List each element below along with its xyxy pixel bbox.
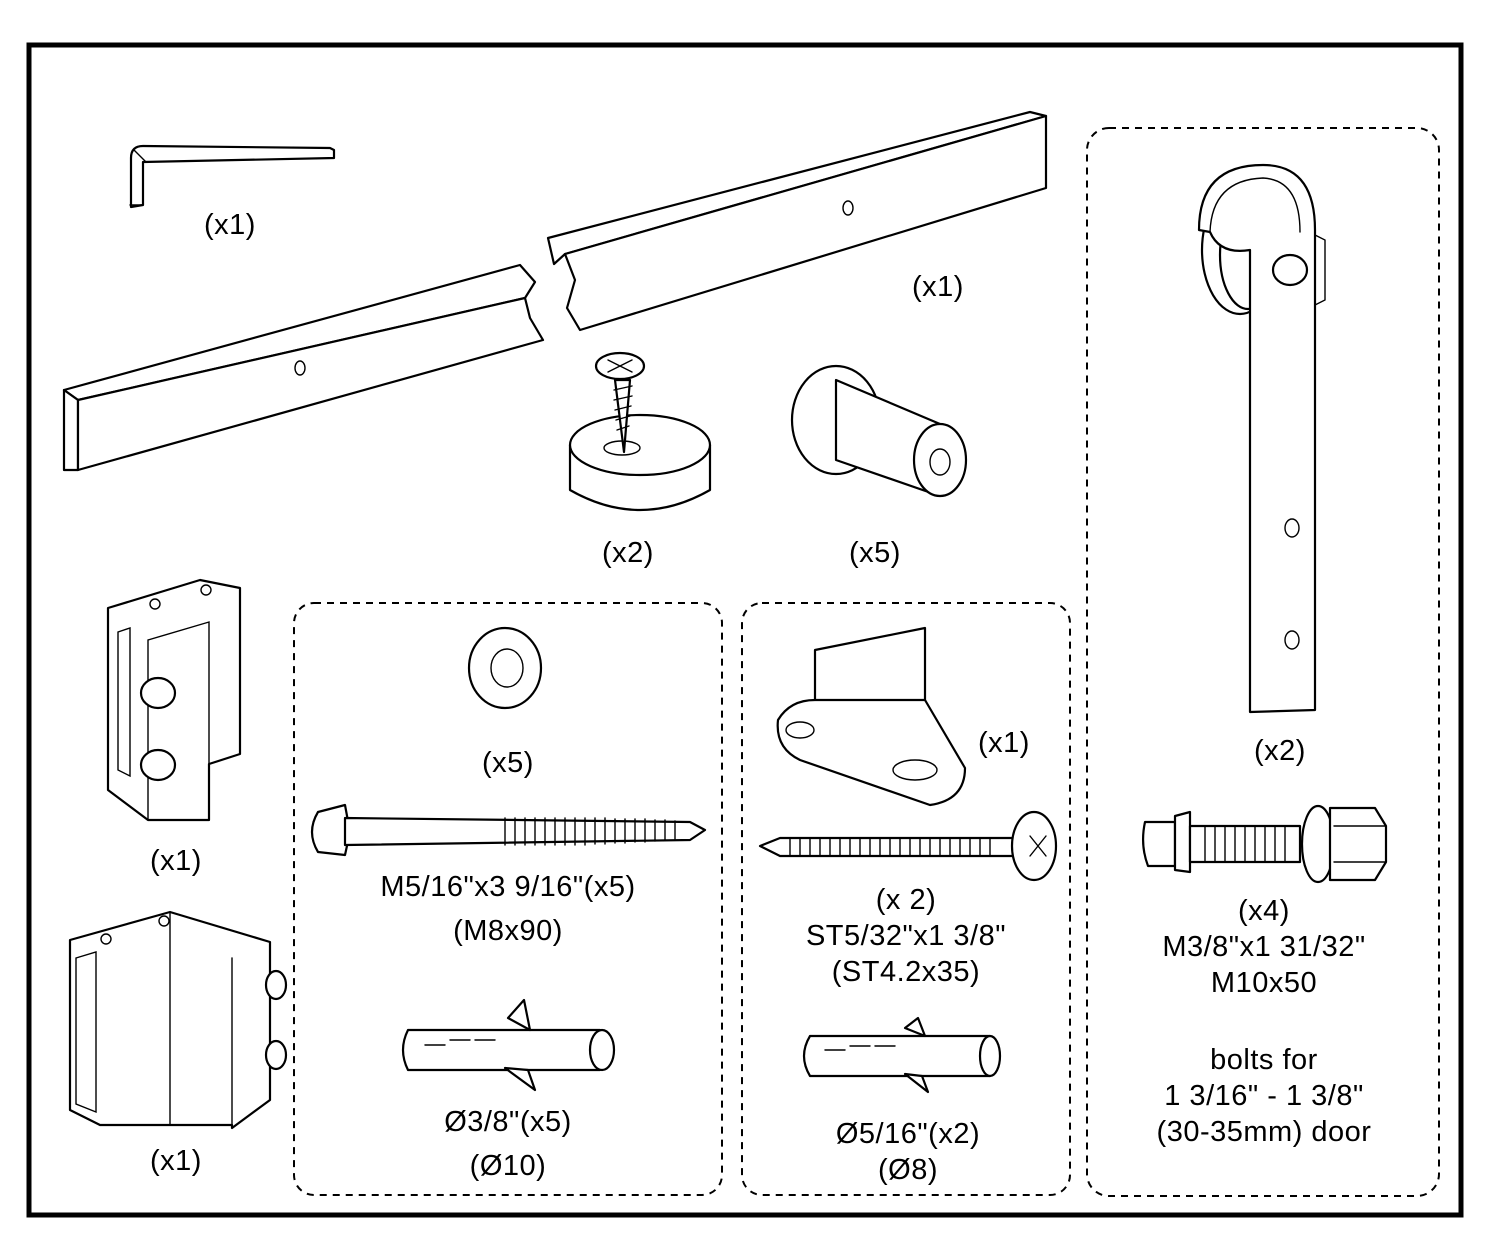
lag-bolt-spec-imperial: M5/16"x3 9/16"(x5) <box>380 871 636 903</box>
spacer-drawing <box>790 364 968 498</box>
group-box-floor-guide <box>741 602 1071 1196</box>
door-note-line-3: (30-35mm) door <box>1156 1116 1372 1148</box>
pan-screw-spec-metric: (ST4.2x35) <box>831 956 981 988</box>
hex-key-drawing <box>129 144 336 209</box>
pan-screw-drawing <box>758 810 1058 882</box>
hanger-bolt-drawing <box>1141 804 1388 884</box>
anchor-small-spec-metric: (Ø8) <box>878 1154 938 1186</box>
lag-bolt-spec-metric: (M8x90) <box>453 915 563 947</box>
anti-jump-block-b-qty: (x1) <box>150 1145 202 1177</box>
pan-screw-qty: (x 2) <box>875 884 937 916</box>
track-rail-drawing <box>62 110 1048 472</box>
track-rail-qty: (x1) <box>912 271 964 303</box>
anchor-small-drawing <box>802 1016 1002 1094</box>
hanger-bolt-qty: (x4) <box>1238 895 1290 927</box>
spacer-qty: (x5) <box>849 537 901 569</box>
hex-key-qty: (x1) <box>204 209 256 241</box>
group-box-lag-bolts <box>293 602 723 1196</box>
hanger-bolt-spec: (x4) M3/8"x1 31/32" M10x50 <box>1100 893 1428 1001</box>
hanger-bolt-spec-imperial: M3/8"x1 31/32" <box>1162 931 1366 963</box>
pan-screw-spec-imperial: ST5/32"x1 3/8" <box>805 920 1007 952</box>
anchor-large-spec-imperial: Ø3/8"(x5) <box>444 1106 572 1138</box>
floor-guide-qty: (x1) <box>978 727 1030 759</box>
lag-bolt-spec: M5/16"x3 9/16"(x5) (M8x90) <box>310 869 706 949</box>
door-thickness-note: bolts for 1 3/16" - 1 3/8" (30-35mm) doo… <box>1100 1042 1428 1150</box>
anchor-small-spec-imperial: Ø5/16"(x2) <box>835 1118 981 1150</box>
anchor-large-spec: Ø3/8"(x5) (Ø10) <box>380 1104 636 1184</box>
hanger-strap-drawing <box>1197 163 1326 714</box>
anti-jump-block-b-drawing <box>68 910 288 1130</box>
track-stopper-qty: (x2) <box>602 537 654 569</box>
door-note-line-2: 1 3/16" - 1 3/8" <box>1164 1080 1364 1112</box>
group-box-hangers <box>1086 127 1440 1197</box>
washer-qty: (x5) <box>482 747 534 779</box>
track-stopper-drawing <box>568 351 712 511</box>
anti-jump-block-a-drawing <box>106 578 242 822</box>
lag-bolt-drawing <box>310 803 707 857</box>
hanger-bolt-spec-metric: M10x50 <box>1210 967 1318 999</box>
anchor-large-spec-metric: (Ø10) <box>469 1150 547 1182</box>
anchor-small-spec: Ø5/16"(x2) (Ø8) <box>780 1116 1036 1188</box>
hanger-strap-qty: (x2) <box>1254 735 1306 767</box>
washer-drawing <box>467 626 543 710</box>
floor-guide-drawing <box>776 626 967 807</box>
anchor-large-drawing <box>401 998 616 1092</box>
anti-jump-block-a-qty: (x1) <box>150 845 202 877</box>
door-note-line-1: bolts for <box>1210 1044 1318 1076</box>
pan-screw-spec: (x 2) ST5/32"x1 3/8" (ST4.2x35) <box>752 882 1060 990</box>
outer-frame <box>26 42 1464 1218</box>
